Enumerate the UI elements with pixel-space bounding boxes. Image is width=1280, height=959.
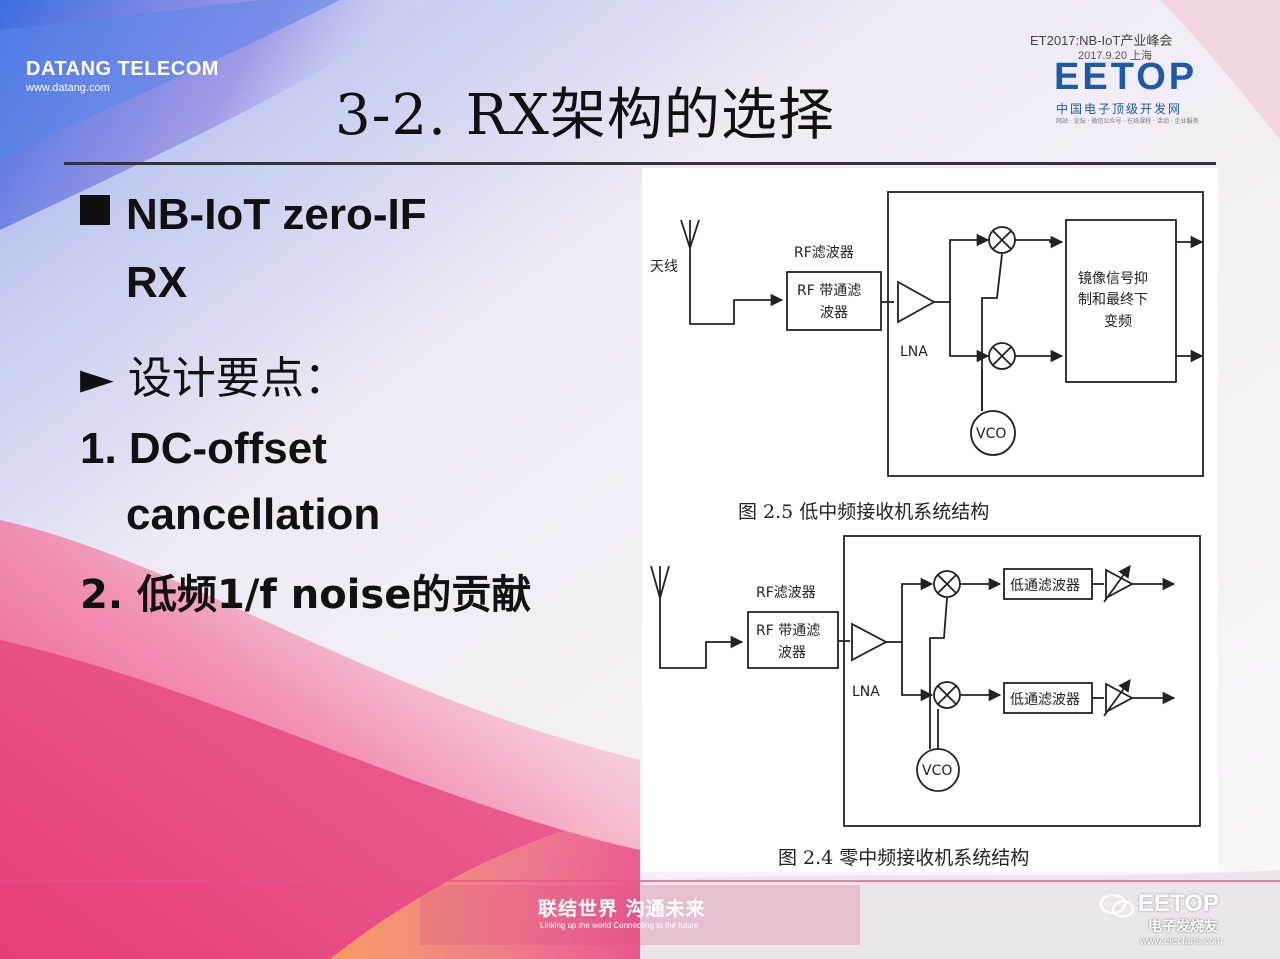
slide-title: 3-2. RX架构的选择 xyxy=(335,83,835,148)
rf-bpf-label-line2: 波器 xyxy=(778,645,806,661)
square-bullet-icon xyxy=(80,195,110,225)
rf-bpf-label-line1: RF 带通滤 xyxy=(756,623,820,639)
eetop-tagline: 网站 · 论坛 · 微信公众号 · 在线课程 · 活动 · 企业服务 xyxy=(1056,118,1199,125)
bullet-nbiot-line2: RX xyxy=(126,258,188,307)
event-name: ET2017:NB-IoT产业峰会 xyxy=(1030,33,1173,48)
image-rejection-block xyxy=(1065,219,1177,383)
footer-slogan-english: Linking up the world Connecting to the f… xyxy=(540,921,699,930)
vga-i-icon xyxy=(1103,564,1134,603)
bullet-nbiot: NB-IoT zero-IF xyxy=(80,190,427,240)
rf-bandpass-filter-block xyxy=(747,611,839,669)
eetop-logo-text: EETOP xyxy=(1054,56,1198,98)
antenna-icon xyxy=(650,565,744,669)
watermark-site-name: 电子发烧友 xyxy=(1148,919,1218,935)
eetop-subtitle: 中国电子顶级开发网 xyxy=(1056,102,1183,116)
vga-q-icon xyxy=(1103,678,1134,717)
antenna-icon xyxy=(680,219,784,325)
company-logo-text: DATANG TELECOM xyxy=(26,58,219,80)
image-block-line3: 变频 xyxy=(1104,314,1132,330)
bullet-flicker-noise: 2. 低频1/f noise的贡献 xyxy=(80,572,532,618)
low-if-boundary xyxy=(887,191,1204,477)
mixer-i-icon xyxy=(933,570,961,598)
footer-slogan: 联结世界 沟通未来 xyxy=(538,898,706,920)
mixer-q-icon xyxy=(988,342,1016,370)
rf-filter-label: RF滤波器 xyxy=(794,245,854,261)
watermark-brand: EETOP xyxy=(1138,890,1219,917)
vco-label: VCO xyxy=(922,763,952,779)
bullet-dc-offset-line2: cancellation xyxy=(126,490,381,539)
lna-label: LNA xyxy=(900,344,928,360)
low-if-receiver-diagram: 天线 RF滤波器 RF 带通滤 波器 LNA VCO 镜像信号抑 制和最终下 变… xyxy=(650,191,1204,523)
bullet-nbiot-line1: NB-IoT zero-IF xyxy=(126,190,427,239)
rf-bpf-label-line2: 波器 xyxy=(820,305,848,321)
zero-if-caption: 图 2.4 零中频接收机系统结构 xyxy=(778,847,1029,869)
lpf-i-label: 低通滤波器 xyxy=(1010,578,1080,594)
bullet-dc-offset-line1: 1. DC-offset xyxy=(80,424,327,473)
bullet-design-points: ► 设计要点： xyxy=(80,353,348,404)
company-url: www.datang.com xyxy=(26,82,110,94)
low-if-caption: 图 2.5 低中频接收机系统结构 xyxy=(738,501,989,523)
rf-bandpass-filter-block xyxy=(786,271,882,331)
antenna-label: 天线 xyxy=(650,259,678,275)
title-divider xyxy=(64,162,1216,165)
watermark-url: www.elecfans.com xyxy=(1140,936,1223,947)
image-block-line2: 制和最终下 xyxy=(1078,292,1148,308)
eetop-logo: EETOP xyxy=(1054,56,1197,99)
receiver-diagrams: 天线 RF滤波器 RF 带通滤 波器 LNA VCO 镜像信号抑 制和最终下 变… xyxy=(642,168,1218,872)
lna-label: LNA xyxy=(852,684,880,700)
lna-amplifier-icon xyxy=(851,622,888,662)
mixer-q-icon xyxy=(933,681,961,709)
rf-bpf-label-line1: RF 带通滤 xyxy=(797,283,861,299)
zero-if-receiver-diagram: RF滤波器 RF 带通滤 波器 LNA VCO 低通滤波器 低通滤波器 xyxy=(650,535,1201,869)
lpf-q-label: 低通滤波器 xyxy=(1010,692,1080,708)
zero-if-boundary xyxy=(843,535,1201,827)
mixer-i-icon xyxy=(988,226,1016,254)
event-date: 2017.9.20 上海 xyxy=(1078,50,1152,62)
image-block-line1: 镜像信号抑 xyxy=(1078,271,1148,287)
vco-icon xyxy=(970,410,1016,456)
rf-filter-label: RF滤波器 xyxy=(756,585,816,601)
vco-label: VCO xyxy=(976,426,1006,442)
lna-amplifier-icon xyxy=(897,280,936,324)
wechat-icon xyxy=(1100,893,1134,918)
